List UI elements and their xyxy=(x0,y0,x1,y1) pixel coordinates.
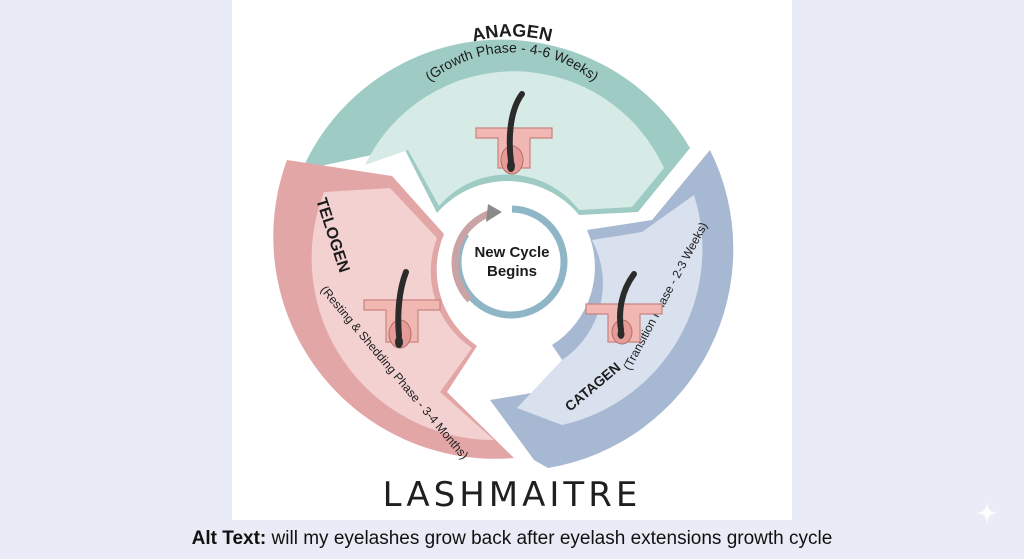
hair-follicle-icon xyxy=(363,269,441,349)
cycle-arrow-icon xyxy=(451,204,568,319)
center-disc xyxy=(468,218,556,306)
center-label-line1: New Cycle xyxy=(474,244,549,261)
hair-follicle-icon xyxy=(475,91,553,175)
center-label-line2: Begins xyxy=(487,263,537,280)
alt-text-caption: Alt Text: will my eyelashes grow back af… xyxy=(0,528,1024,551)
hair-follicle-icon xyxy=(585,271,663,345)
hair-growth-cycle-diagram: New Cycle Begins ANAGEN (Growth Phase - … xyxy=(273,20,734,468)
sparkle-icon xyxy=(976,502,998,524)
alt-text-label: Alt Text: xyxy=(191,528,267,549)
alt-text-body: will my eyelashes grow back after eyelas… xyxy=(271,528,833,549)
brand-logo: LASHMAITRE xyxy=(382,475,642,515)
